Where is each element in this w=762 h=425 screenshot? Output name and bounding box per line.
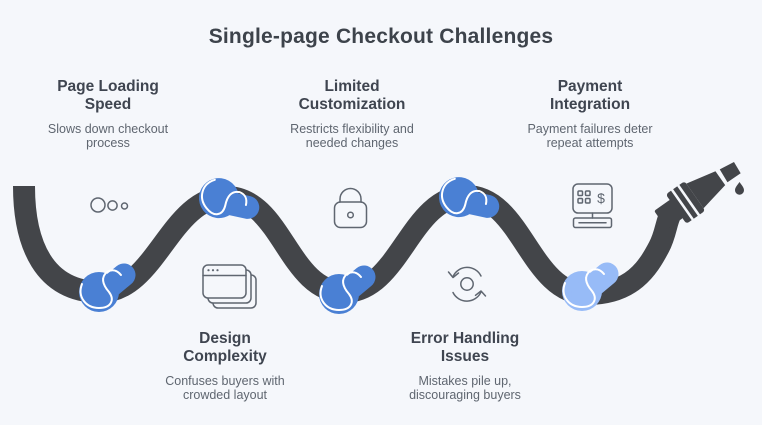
challenge-title: Error Handling Issues: [410, 330, 520, 366]
knot-1: [79, 263, 136, 312]
knot-5: [562, 262, 619, 311]
knot-3: [319, 265, 376, 314]
lock-icon: [333, 187, 368, 229]
challenge-description: Mistakes pile up, discouraging buyers: [409, 373, 521, 403]
hose-nozzle: [654, 162, 741, 229]
cash-register-icon: $: [572, 183, 613, 229]
challenge-title: Page Loading Speed: [57, 78, 159, 114]
page-title: Single-page Checkout Challenges: [208, 25, 554, 48]
challenge-title: Limited Customization: [298, 78, 406, 114]
challenge-description: Restricts flexibility and needed changes: [290, 121, 414, 151]
svg-text:$: $: [597, 190, 605, 206]
knot-4: [438, 177, 500, 218]
challenge-design-complexity: Design Complexity Confuses buyers with c…: [150, 330, 300, 403]
windows-icon: [202, 264, 257, 309]
knot-2: [198, 178, 260, 219]
challenge-limited-customization: Limited Customization Restricts flexibil…: [277, 78, 427, 151]
challenge-description: Payment failures deter repeat attempts: [527, 121, 653, 151]
challenge-title: Design Complexity: [183, 330, 267, 366]
sync-icon: [447, 266, 487, 302]
dots-icon: [90, 197, 129, 213]
challenge-description: Slows down checkout process: [47, 121, 169, 151]
challenge-description: Confuses buyers with crowded layout: [165, 373, 285, 403]
challenge-error-handling-issues: Error Handling Issues Mistakes pile up, …: [390, 330, 540, 403]
challenge-page-loading-speed: Page Loading Speed Slows down checkout p…: [33, 78, 183, 151]
challenge-payment-integration: Payment Integration Payment failures det…: [515, 78, 665, 151]
challenge-title: Payment Integration: [549, 78, 631, 114]
droplet: [735, 182, 744, 195]
